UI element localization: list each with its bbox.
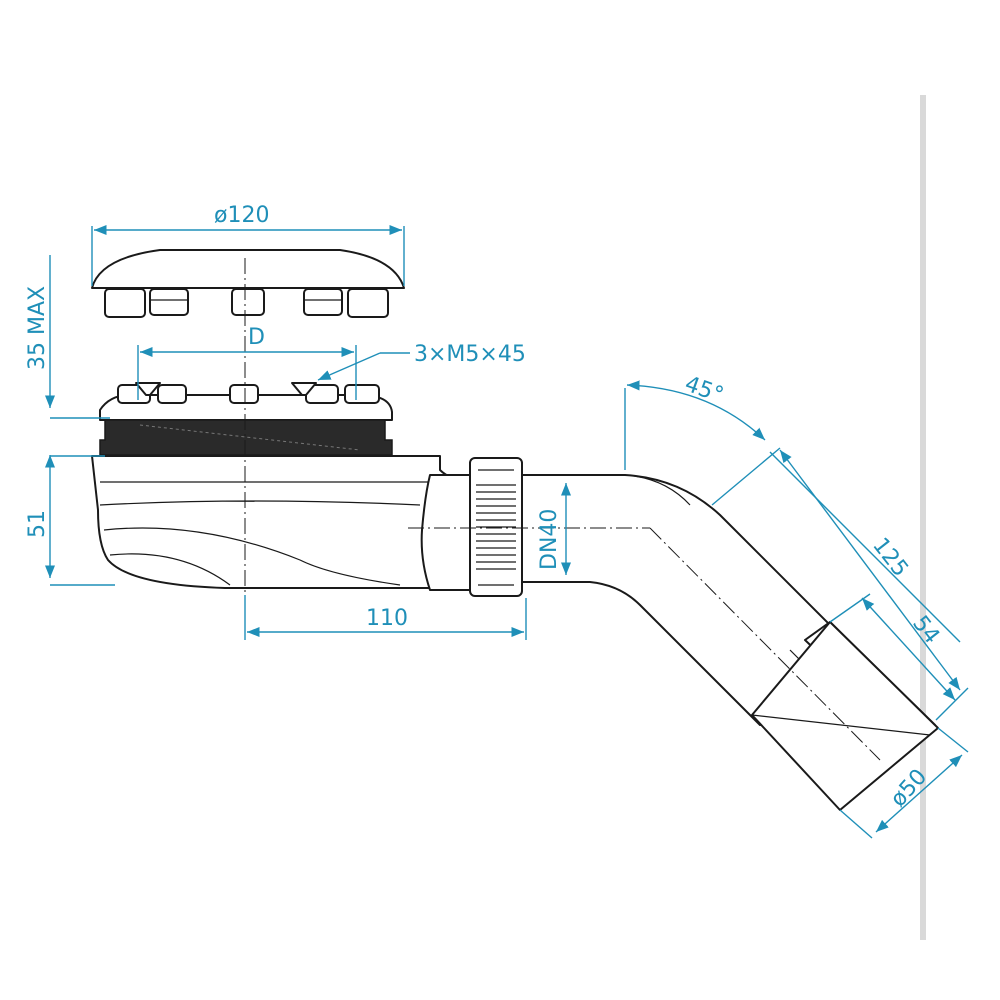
- label-bolt-circle: D: [248, 325, 265, 350]
- label-outlet-offset: 110: [366, 606, 408, 631]
- dimension-max-height: [44, 255, 110, 470]
- label-inlet-size: DN40: [537, 509, 562, 570]
- elbow-axis: [649, 527, 881, 761]
- dimension-cover-diameter: [91, 224, 405, 286]
- dimension-outlet-offset: [244, 595, 527, 640]
- drain-cover: [91, 249, 405, 318]
- dimension-sleeve-length: [829, 593, 956, 701]
- dimension-elbow-angle: [624, 380, 781, 506]
- dimension-body-height: [44, 470, 115, 586]
- trap-body: [91, 382, 523, 597]
- wall-line: [920, 95, 926, 940]
- label-sleeve-length: 54: [907, 611, 944, 648]
- dimension-bolt-circle: [137, 345, 357, 400]
- leader-screws: [317, 352, 410, 381]
- dimension-outlet-diameter: [839, 727, 969, 839]
- label-body-height: 51: [25, 510, 50, 538]
- label-cover-diameter: ø120: [214, 203, 269, 228]
- label-max-height: 35 MAX: [25, 286, 50, 370]
- label-elbow-angle: 45°: [681, 372, 726, 409]
- label-screws: 3×M5×45: [414, 342, 526, 367]
